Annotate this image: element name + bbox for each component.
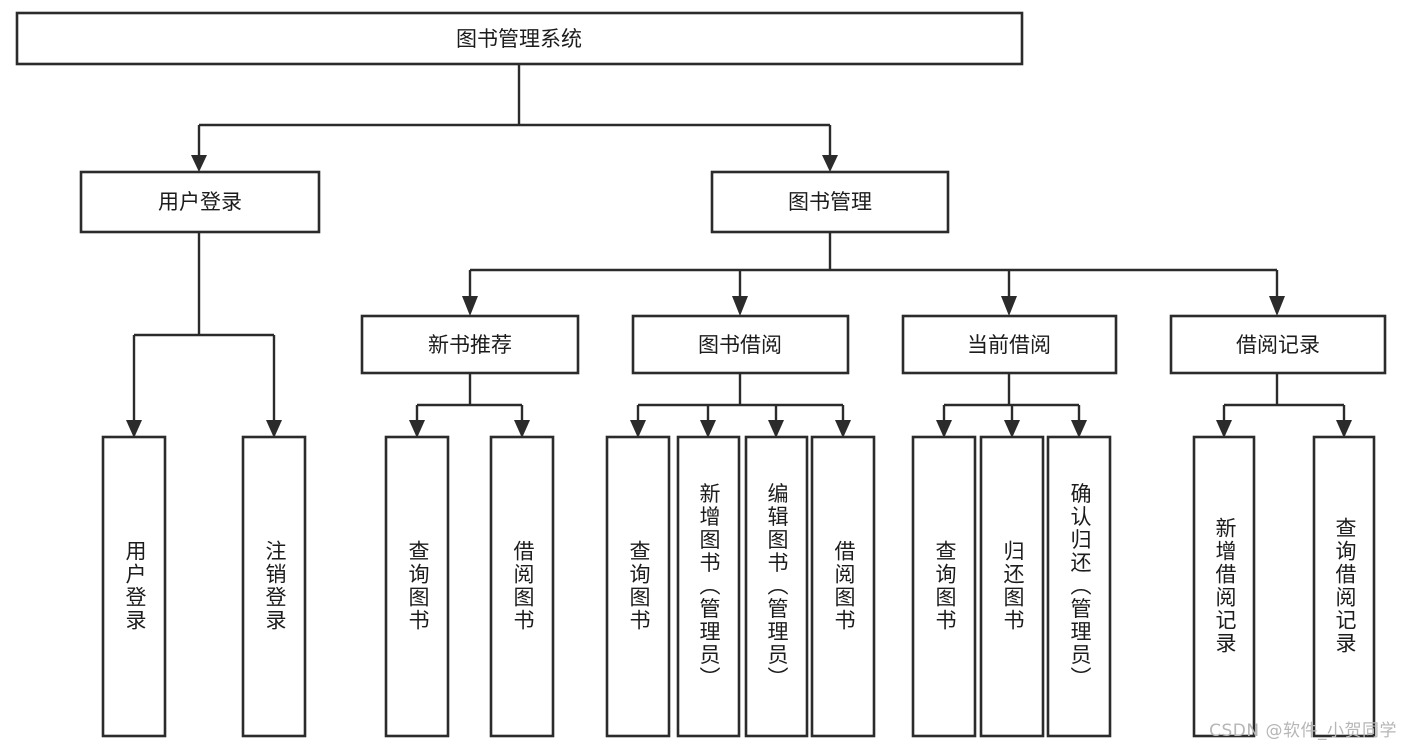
node-borrow-record-label: 借阅记录: [1236, 333, 1320, 357]
node-current-borrow-box[interactable]: [901, 314, 1118, 375]
arrow-head-borrow-record: [1269, 296, 1285, 316]
node-leaf-borrow-book-2-label: 借阅图书: [832, 540, 856, 632]
arrow-head-book-borrow: [732, 296, 748, 316]
node-current-borrow[interactable]: 当前借阅: [901, 314, 1118, 375]
csdn-watermark: CSDN @软件_小贺同学: [1209, 721, 1397, 741]
node-leaf-logout-login[interactable]: 注销登录: [241, 435, 307, 738]
node-leaf-query-book-2[interactable]: 查询图书: [605, 435, 671, 738]
node-root[interactable]: 图书管理系统: [15, 11, 1024, 66]
node-leaf-query-borrow-record-label: 查询借阅记录: [1333, 517, 1357, 655]
node-leaf-query-book-1-label: 查询图书: [406, 540, 430, 632]
node-user-login[interactable]: 用户登录: [79, 170, 321, 234]
node-leaf-confirm-return[interactable]: 确认归还（管理员）: [1046, 435, 1112, 738]
node-leaf-borrow-book-2-box[interactable]: [810, 435, 876, 738]
node-leaf-logout-login-box[interactable]: [241, 435, 307, 738]
arrow-head-leaf-return-book: [1004, 420, 1020, 438]
node-leaf-borrow-book-1-box[interactable]: [489, 435, 555, 738]
node-book-borrow[interactable]: 图书借阅: [631, 314, 850, 375]
node-user-login-box[interactable]: [79, 170, 321, 234]
node-leaf-query-book-3[interactable]: 查询图书: [911, 435, 977, 738]
node-leaf-return-book-box[interactable]: [979, 435, 1045, 738]
node-leaf-user-login-label: 用户登录: [123, 540, 147, 632]
arrow-head-leaf-logout-login: [266, 420, 282, 438]
node-leaf-edit-book-label: 编辑图书（管理员）: [765, 483, 789, 690]
node-leaf-confirm-return-box[interactable]: [1046, 435, 1112, 738]
node-leaf-user-login[interactable]: 用户登录: [101, 435, 167, 738]
node-leaf-query-book-1-box[interactable]: [384, 435, 450, 738]
node-leaf-query-book-3-label: 查询图书: [933, 540, 957, 632]
node-leaf-query-book-2-label: 查询图书: [627, 540, 651, 632]
node-borrow-record[interactable]: 借阅记录: [1169, 314, 1387, 375]
node-leaf-borrow-book-1[interactable]: 借阅图书: [489, 435, 555, 738]
node-leaf-query-book-3-box[interactable]: [911, 435, 977, 738]
node-new-book-recommend-box[interactable]: [360, 314, 580, 375]
node-root-box[interactable]: [15, 11, 1024, 66]
node-book-borrow-label: 图书借阅: [698, 333, 782, 357]
arrow-head-leaf-query-borrow-record: [1336, 420, 1352, 438]
node-book-management-label: 图书管理: [788, 190, 872, 214]
node-leaf-add-book[interactable]: 新增图书（管理员）: [676, 435, 741, 738]
arrow-head-book-management: [822, 155, 838, 172]
node-leaf-borrow-book-2[interactable]: 借阅图书: [810, 435, 876, 738]
node-leaf-edit-book[interactable]: 编辑图书（管理员）: [744, 435, 809, 738]
node-root-label: 图书管理系统: [456, 27, 582, 51]
arrow-head-leaf-user-login: [126, 420, 142, 438]
node-leaf-borrow-book-1-label: 借阅图书: [511, 540, 535, 632]
arrow-head-leaf-borrow-book-2: [835, 420, 851, 438]
node-leaf-return-book-label: 归还图书: [1001, 540, 1025, 632]
node-new-book-recommend[interactable]: 新书推荐: [360, 314, 580, 375]
node-book-borrow-box[interactable]: [631, 314, 850, 375]
node-book-management[interactable]: 图书管理: [710, 170, 950, 234]
node-leaf-return-book[interactable]: 归还图书: [979, 435, 1045, 738]
arrow-head-leaf-confirm-return: [1071, 420, 1087, 438]
connector-layer: [126, 64, 1352, 438]
arrow-head-current-borrow: [1001, 296, 1017, 316]
node-leaf-add-book-label: 新增图书（管理员）: [697, 483, 721, 690]
node-leaf-query-borrow-record[interactable]: 查询借阅记录: [1312, 435, 1376, 738]
arrow-head-new-book-recommend: [462, 296, 478, 316]
node-new-book-recommend-label: 新书推荐: [428, 333, 512, 357]
node-leaf-query-borrow-record-box[interactable]: [1312, 435, 1376, 738]
node-user-login-label: 用户登录: [158, 190, 242, 214]
node-leaf-add-borrow-record-box[interactable]: [1192, 435, 1256, 738]
node-leaf-user-login-box[interactable]: [101, 435, 167, 738]
arrow-head-leaf-add-book: [700, 420, 716, 438]
arrow-head-leaf-edit-book: [768, 420, 784, 438]
node-current-borrow-label: 当前借阅: [967, 333, 1051, 357]
arrow-head-leaf-add-borrow-record: [1216, 420, 1232, 438]
arrow-head-user-login: [191, 155, 207, 172]
node-leaf-add-book-box[interactable]: [676, 435, 741, 738]
node-borrow-record-box[interactable]: [1169, 314, 1387, 375]
node-leaf-query-book-1[interactable]: 查询图书: [384, 435, 450, 738]
node-leaf-query-book-2-box[interactable]: [605, 435, 671, 738]
arrow-head-leaf-query-book-3: [936, 420, 952, 438]
node-leaf-edit-book-box[interactable]: [744, 435, 809, 738]
arrow-head-leaf-query-book-1: [409, 420, 425, 438]
node-leaf-add-borrow-record[interactable]: 新增借阅记录: [1192, 435, 1256, 738]
node-leaf-confirm-return-label: 确认归还（管理员）: [1068, 483, 1092, 690]
arrow-head-leaf-borrow-book-1: [514, 420, 530, 438]
arrow-head-leaf-query-book-2: [630, 420, 646, 438]
node-leaf-add-borrow-record-label: 新增借阅记录: [1213, 517, 1237, 655]
node-book-management-box[interactable]: [710, 170, 950, 234]
node-leaf-logout-login-label: 注销登录: [263, 540, 287, 632]
